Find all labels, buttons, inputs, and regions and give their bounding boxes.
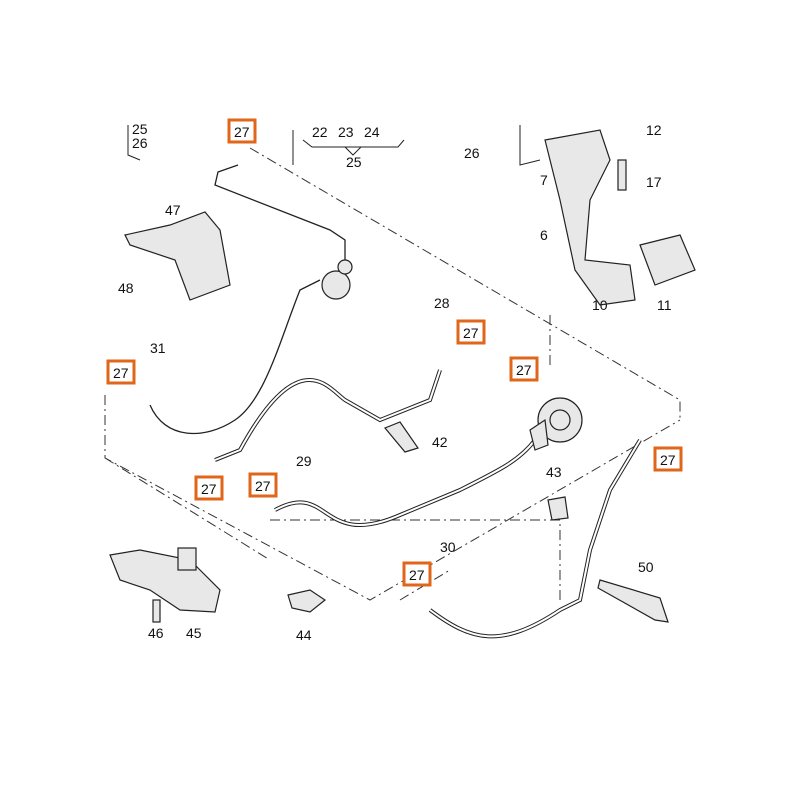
label-50: 50 (638, 559, 654, 575)
reservoir-cap (321, 259, 353, 300)
callout-27-lower-left[interactable]: 27 (194, 475, 224, 501)
label-25-partial: 25 (132, 121, 148, 137)
pedal-assembly (544, 129, 696, 306)
label-7a: 7 (540, 172, 548, 188)
label-26: 26 (464, 145, 480, 161)
label-26-left: 26 (132, 135, 148, 151)
svg-text:27: 27 (234, 124, 250, 140)
callout-27-slave[interactable]: 27 (509, 356, 539, 382)
svg-text:27: 27 (660, 452, 676, 468)
label-17: 17 (646, 174, 662, 190)
label-30: 30 (440, 539, 456, 555)
svg-text:27: 27 (463, 325, 479, 341)
label-43: 43 (546, 464, 562, 480)
clip-42 (384, 421, 419, 453)
svg-text:27: 27 (113, 365, 129, 381)
bolt-46 (152, 599, 161, 623)
label-23: 23 (338, 124, 354, 140)
pipe-upper (214, 164, 346, 260)
label-10: 10 (592, 297, 608, 313)
callout-27-line28[interactable]: 27 (456, 319, 486, 345)
label-44: 44 (296, 627, 312, 643)
label-25: 25 (346, 154, 362, 170)
label-31: 31 (150, 340, 166, 356)
label-11: 11 (657, 297, 672, 313)
leader-lines (127, 125, 541, 166)
tube-50 (597, 579, 669, 623)
svg-text:27: 27 (255, 478, 271, 494)
label-42: 42 (432, 434, 448, 450)
assembly-line (270, 315, 561, 600)
label-6: 6 (540, 227, 548, 243)
pipe-31 (149, 279, 321, 435)
label-12: 12 (646, 122, 662, 138)
callout-27-top[interactable]: 27 (227, 118, 257, 144)
valve-44 (287, 589, 327, 613)
svg-text:27: 27 (201, 481, 217, 497)
label-28: 28 (434, 295, 450, 311)
svg-text:27: 27 (409, 567, 425, 583)
hose-30 (428, 438, 642, 639)
label-22: 22 (312, 124, 328, 140)
master-cylinder-45 (109, 547, 221, 613)
label-46: 46 (148, 625, 164, 641)
callout-27-line29[interactable]: 27 (248, 472, 278, 498)
assembly-outline (104, 147, 681, 601)
svg-text:27: 27 (516, 362, 532, 378)
slave-cylinder (529, 397, 583, 451)
label-29: 29 (296, 453, 312, 469)
callout-27-right[interactable]: 27 (653, 446, 683, 472)
label-24: 24 (364, 124, 380, 140)
label-47: 47 (165, 202, 181, 218)
label-48: 48 (118, 280, 134, 296)
bracket-47 (124, 211, 231, 301)
label-45: 45 (186, 625, 202, 641)
callout-27-left[interactable]: 27 (106, 359, 136, 385)
clamp-43 (547, 496, 569, 521)
callout-27-line30[interactable]: 27 (402, 561, 432, 587)
